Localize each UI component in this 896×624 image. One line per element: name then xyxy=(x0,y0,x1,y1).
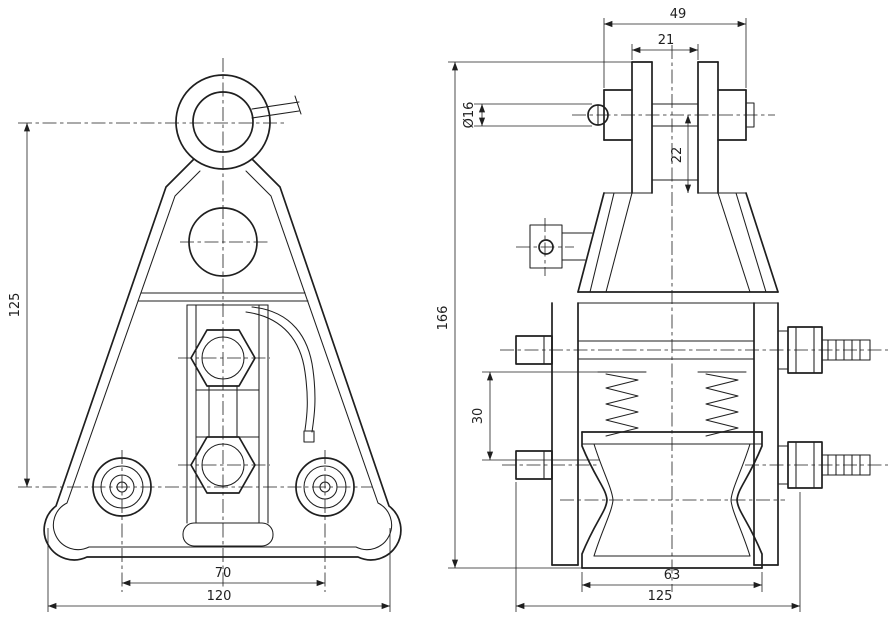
dim-label-side-overall-width: 125 xyxy=(648,589,673,604)
side-left-bracket xyxy=(529,224,593,269)
front-view xyxy=(18,58,402,592)
front-centerlines xyxy=(18,58,372,592)
dim-label-side-pin-diameter: Ø16 xyxy=(462,102,477,129)
front-body-outline xyxy=(43,158,402,561)
side-view xyxy=(500,45,888,592)
front-hex-bolt-upper xyxy=(190,329,256,387)
front-suspension-lug xyxy=(175,74,271,170)
dim-label-side-overall-height: 166 xyxy=(436,306,451,331)
dim-label-side-spring-travel: 30 xyxy=(471,408,486,425)
side-lower-bolt xyxy=(515,441,871,489)
dim-label-side-roller-width: 63 xyxy=(664,568,681,583)
side-body xyxy=(551,192,779,566)
side-springs xyxy=(597,371,747,437)
front-hex-bolt-lower xyxy=(190,436,256,494)
dim-label-front-height: 125 xyxy=(8,293,23,318)
front-left-boss xyxy=(92,457,152,517)
side-centerlines xyxy=(500,45,888,592)
side-axle-bolt xyxy=(515,326,871,374)
side-roller xyxy=(581,431,763,569)
dim-label-side-clevis-inner: 21 xyxy=(658,33,675,48)
dim-label-side-clevis-outer: 49 xyxy=(670,7,687,22)
dim-label-side-pin-to-base: 22 xyxy=(670,147,685,164)
front-right-boss xyxy=(295,457,355,517)
front-cotter-pin xyxy=(251,95,302,119)
front-keeper-plate xyxy=(182,304,274,547)
side-clevis xyxy=(603,61,747,194)
dim-label-front-overall-width: 120 xyxy=(207,589,232,604)
dimension-annotations: 125 70 120 49 21 Ø16 22 166 xyxy=(8,7,801,612)
front-upper-hole xyxy=(188,207,258,277)
dim-label-front-bolt-spacing: 70 xyxy=(215,566,232,581)
front-ground-wire xyxy=(245,306,316,443)
